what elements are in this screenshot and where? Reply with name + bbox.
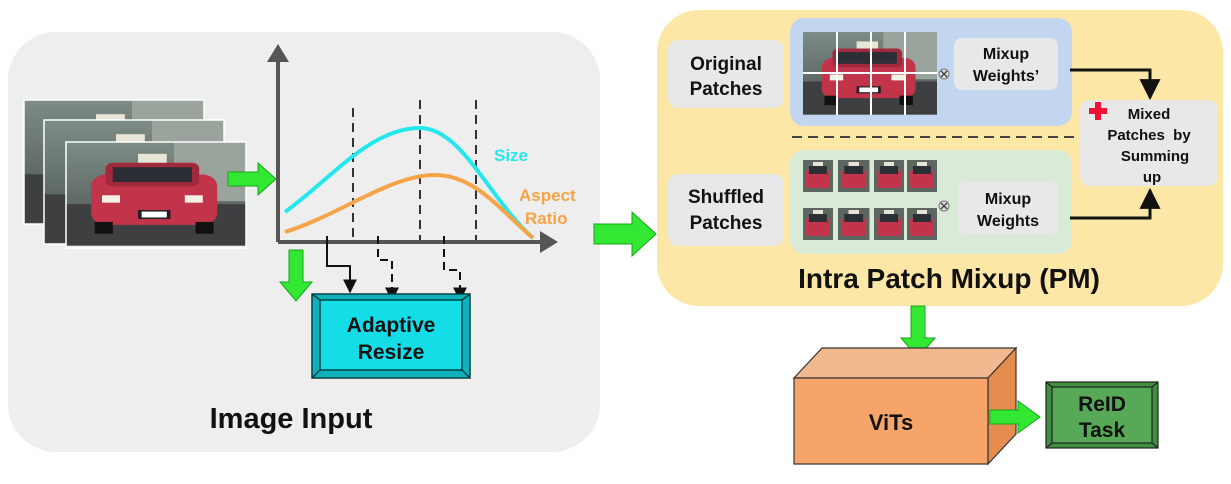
original-patches-line2: Patches (690, 79, 763, 100)
original-patch-grid (803, 32, 937, 115)
plot-axes (267, 44, 558, 253)
plus-icon (1089, 102, 1107, 120)
mixup-weights-line2: Weights (977, 213, 1039, 230)
original-patches-line1: Original (690, 54, 762, 75)
mixed-patches-line1: Mixed (1128, 106, 1171, 123)
image-input-title: Image Input (210, 403, 373, 435)
mixup-weights-prime-box (954, 38, 1058, 90)
shuffled-patches-label-box (668, 174, 784, 246)
mixup-weights-prime-line2: Weights’ (973, 68, 1039, 85)
dashed-markers (352, 100, 477, 240)
green-arrow-icon (278, 249, 314, 302)
adaptive-resize-line1: Adaptive (347, 314, 436, 337)
reid-task-box: ReID Task (1045, 381, 1159, 449)
size-curve-label: Size (494, 146, 528, 165)
multiply-icon (938, 68, 950, 80)
reid-line1: ReID (1078, 393, 1126, 416)
mixed-patches-line3: Summing (1121, 148, 1189, 165)
aspect-ratio-label-line2: Ratio (525, 209, 568, 228)
size-curve (283, 125, 535, 240)
green-arrow-icon (593, 210, 657, 258)
green-arrow-icon (989, 400, 1041, 434)
multiply-icon (938, 200, 950, 212)
mixup-weights-prime-line1: Mixup (983, 46, 1029, 63)
mixed-patches-box (1080, 100, 1218, 186)
car-image-stack (23, 99, 247, 249)
resize-connectors (326, 236, 467, 302)
green-arrow-icon (227, 161, 277, 197)
reid-line2: Task (1079, 419, 1126, 442)
aspect-ratio-curve (284, 172, 535, 240)
aspect-ratio-label-line1: Aspect (519, 186, 576, 205)
shuffled-patches-line2: Patches (690, 213, 763, 234)
mixed-patches-line4: up (1143, 169, 1161, 186)
shuffled-patches-line1: Shuffled (688, 187, 764, 208)
original-patches-label-box (668, 40, 784, 108)
mixed-patches-line2: Patches by (1107, 127, 1191, 144)
mixup-weights-box (958, 182, 1058, 234)
adaptive-resize-line2: Resize (358, 341, 425, 364)
mixup-weights-line1: Mixup (985, 191, 1031, 208)
vits-box: ViTs (792, 346, 1018, 466)
mixed-connectors (1070, 68, 1161, 220)
adaptive-resize-box: Adaptive Resize (311, 293, 471, 379)
patch-mixup-title: Intra Patch Mixup (PM) (798, 263, 1100, 294)
vits-label: ViTs (869, 410, 913, 435)
